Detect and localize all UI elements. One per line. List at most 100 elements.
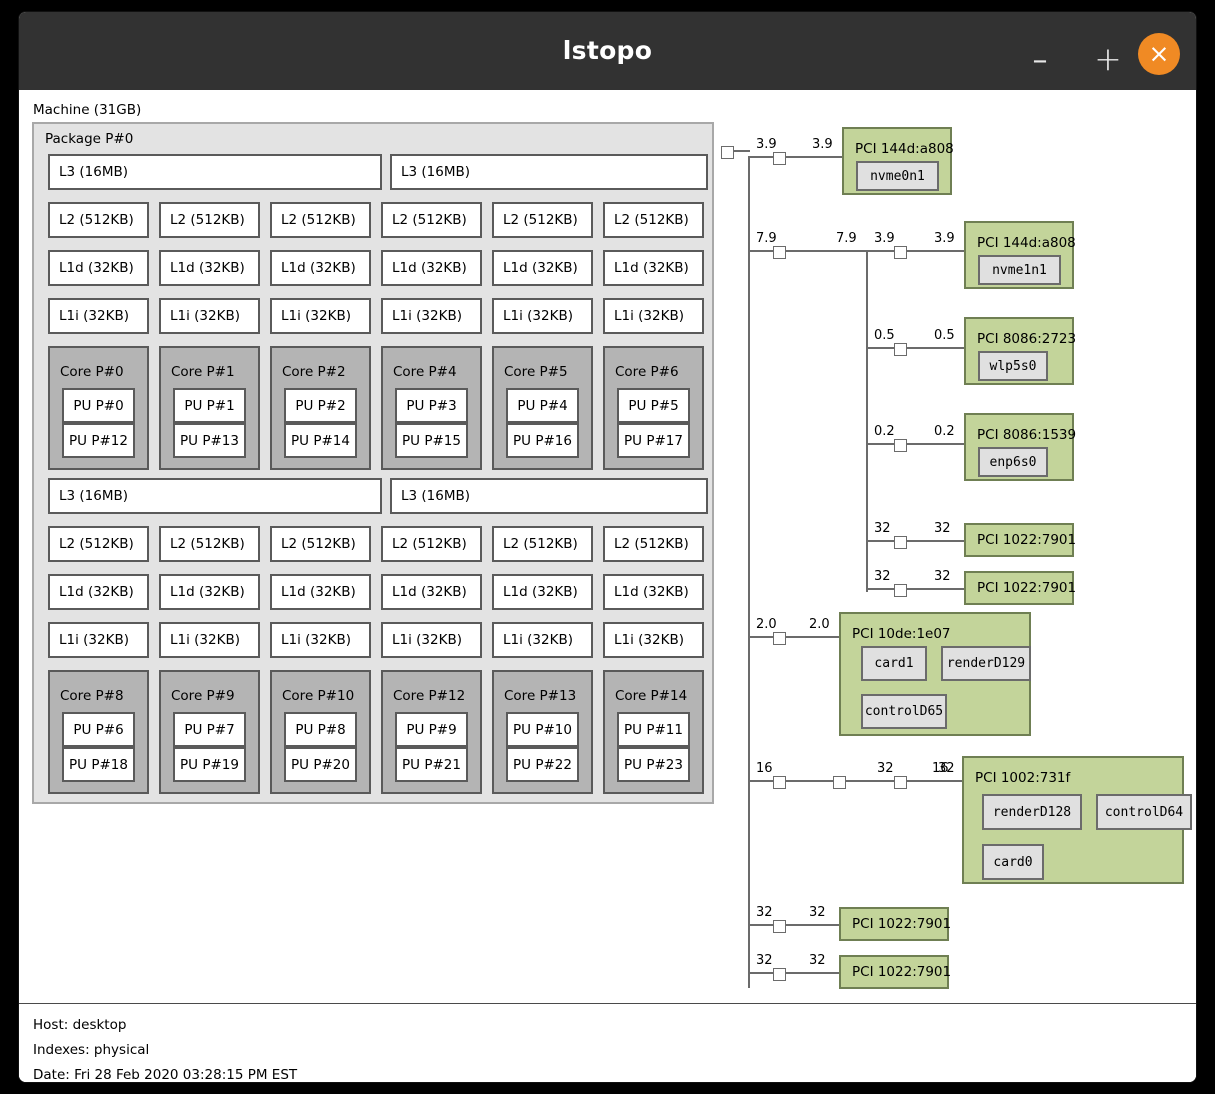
- os-device-box[interactable]: renderD128: [982, 794, 1082, 830]
- pu-label: PU P#11: [624, 721, 683, 738]
- pu-box: PU P#12: [62, 423, 135, 458]
- pci-device-box[interactable]: PCI 1022:7901: [964, 571, 1076, 605]
- pu-box: PU P#23: [617, 747, 690, 782]
- cache-l1i-label: L1i (32KB): [614, 308, 684, 324]
- cache-l1d-label: L1d (32KB): [614, 584, 689, 600]
- tree-bandwidth-label: 0.2: [874, 424, 895, 439]
- tree-bandwidth-label: 0.5: [934, 328, 955, 343]
- cache-l1d-label: L1d (32KB): [503, 584, 578, 600]
- pu-box: PU P#9: [395, 712, 468, 747]
- cache-l3-label: L3 (16MB): [401, 488, 471, 504]
- cache-l1d: L1d (32KB): [48, 250, 149, 286]
- core-box-label: Core P#0: [60, 364, 124, 380]
- tree-link-node[interactable]: [773, 632, 786, 645]
- os-device-box[interactable]: controlD65: [861, 694, 947, 729]
- tree-link-node[interactable]: [894, 584, 907, 597]
- pci-device-box[interactable]: PCI 1022:7901: [839, 955, 951, 989]
- pu-label: PU P#19: [180, 756, 239, 773]
- cache-l1d: L1d (32KB): [603, 250, 704, 286]
- tree-link-node[interactable]: [773, 968, 786, 981]
- pu-box: PU P#17: [617, 423, 690, 458]
- core-box-label: Core P#9: [171, 688, 235, 704]
- cache-l2-label: L2 (512KB): [170, 536, 245, 552]
- pu-box: PU P#2: [284, 388, 357, 423]
- pu-label: PU P#3: [406, 397, 457, 414]
- core-box-label: Core P#4: [393, 364, 457, 380]
- cache-l3: L3 (16MB): [48, 154, 382, 190]
- cache-l1i-label: L1i (32KB): [503, 308, 573, 324]
- cache-l3-label: L3 (16MB): [59, 488, 129, 504]
- cache-l2: L2 (512KB): [48, 202, 149, 238]
- cache-l1i: L1i (32KB): [603, 622, 704, 658]
- os-device-box[interactable]: enp6s0: [978, 447, 1048, 477]
- os-device-box[interactable]: wlp5s0: [978, 351, 1048, 381]
- package-box: Package P#0 L3 (16MB) L3 (16MB) L2 (512KB)…: [32, 122, 714, 804]
- tree-bandwidth-label: 0.2: [934, 424, 955, 439]
- os-device-box[interactable]: card1: [861, 646, 927, 681]
- pci-device-box[interactable]: PCI 1022:7901: [839, 907, 951, 941]
- pu-box: PU P#13: [173, 423, 246, 458]
- pu-box: PU P#22: [506, 747, 579, 782]
- tree-link-node[interactable]: [894, 246, 907, 259]
- os-device-box[interactable]: controlD64: [1096, 794, 1192, 830]
- tree-link-node[interactable]: [773, 246, 786, 259]
- package-label: Package P#0: [45, 131, 134, 147]
- pu-box: PU P#0: [62, 388, 135, 423]
- cache-l2: L2 (512KB): [381, 526, 482, 562]
- tree-bandwidth-label: 32: [756, 953, 773, 968]
- tree-link-node[interactable]: [894, 439, 907, 452]
- tree-link-node[interactable]: [773, 920, 786, 933]
- tree-link-node[interactable]: [894, 536, 907, 549]
- cache-l2: L2 (512KB): [381, 202, 482, 238]
- pu-box: PU P#20: [284, 747, 357, 782]
- os-device-box[interactable]: nvme0n1: [856, 161, 939, 191]
- tree-link-node[interactable]: [773, 776, 786, 789]
- pu-label: PU P#12: [69, 432, 128, 449]
- pci-device-box[interactable]: PCI 1022:7901: [964, 523, 1076, 557]
- maximize-button[interactable]: +: [1094, 39, 1122, 78]
- tree-root-node[interactable]: [721, 146, 734, 159]
- tree-link-node[interactable]: [773, 152, 786, 165]
- tree-branch-line: [866, 540, 964, 542]
- minimize-button[interactable]: –: [1032, 43, 1048, 78]
- pu-label: PU P#22: [513, 756, 572, 773]
- tree-branch-line: [748, 250, 866, 252]
- cache-l1i: L1i (32KB): [159, 298, 260, 334]
- cache-l1d: L1d (32KB): [48, 574, 149, 610]
- cache-l2: L2 (512KB): [492, 526, 593, 562]
- core-box-label: Core P#8: [60, 688, 124, 704]
- pu-box: PU P#10: [506, 712, 579, 747]
- footer: Host: desktop Indexes: physical Date: Fr…: [19, 1003, 1196, 1082]
- pu-box: PU P#18: [62, 747, 135, 782]
- os-device-box[interactable]: card0: [982, 844, 1044, 880]
- core-box-label: Core P#1: [171, 364, 235, 380]
- pu-label: PU P#7: [184, 721, 235, 738]
- os-device-box[interactable]: nvme1n1: [978, 255, 1061, 285]
- cache-l1d: L1d (32KB): [270, 250, 371, 286]
- tree-link-node[interactable]: [833, 776, 846, 789]
- cache-l2: L2 (512KB): [603, 202, 704, 238]
- os-device-box[interactable]: renderD129: [941, 646, 1031, 681]
- tree-bandwidth-label: 32: [877, 761, 894, 776]
- cache-l1i-label: L1i (32KB): [281, 632, 351, 648]
- tree-link-node[interactable]: [894, 776, 907, 789]
- cache-l1d: L1d (32KB): [159, 250, 260, 286]
- topology-canvas: Machine (31GB) Package P#0 L3 (16MB)L3 (…: [19, 90, 1196, 1082]
- cache-l1i: L1i (32KB): [48, 298, 149, 334]
- cache-l2-label: L2 (512KB): [392, 536, 467, 552]
- close-icon[interactable]: ×: [1138, 33, 1180, 75]
- tree-link-node[interactable]: [894, 343, 907, 356]
- tree-bandwidth-label: 16: [756, 761, 773, 776]
